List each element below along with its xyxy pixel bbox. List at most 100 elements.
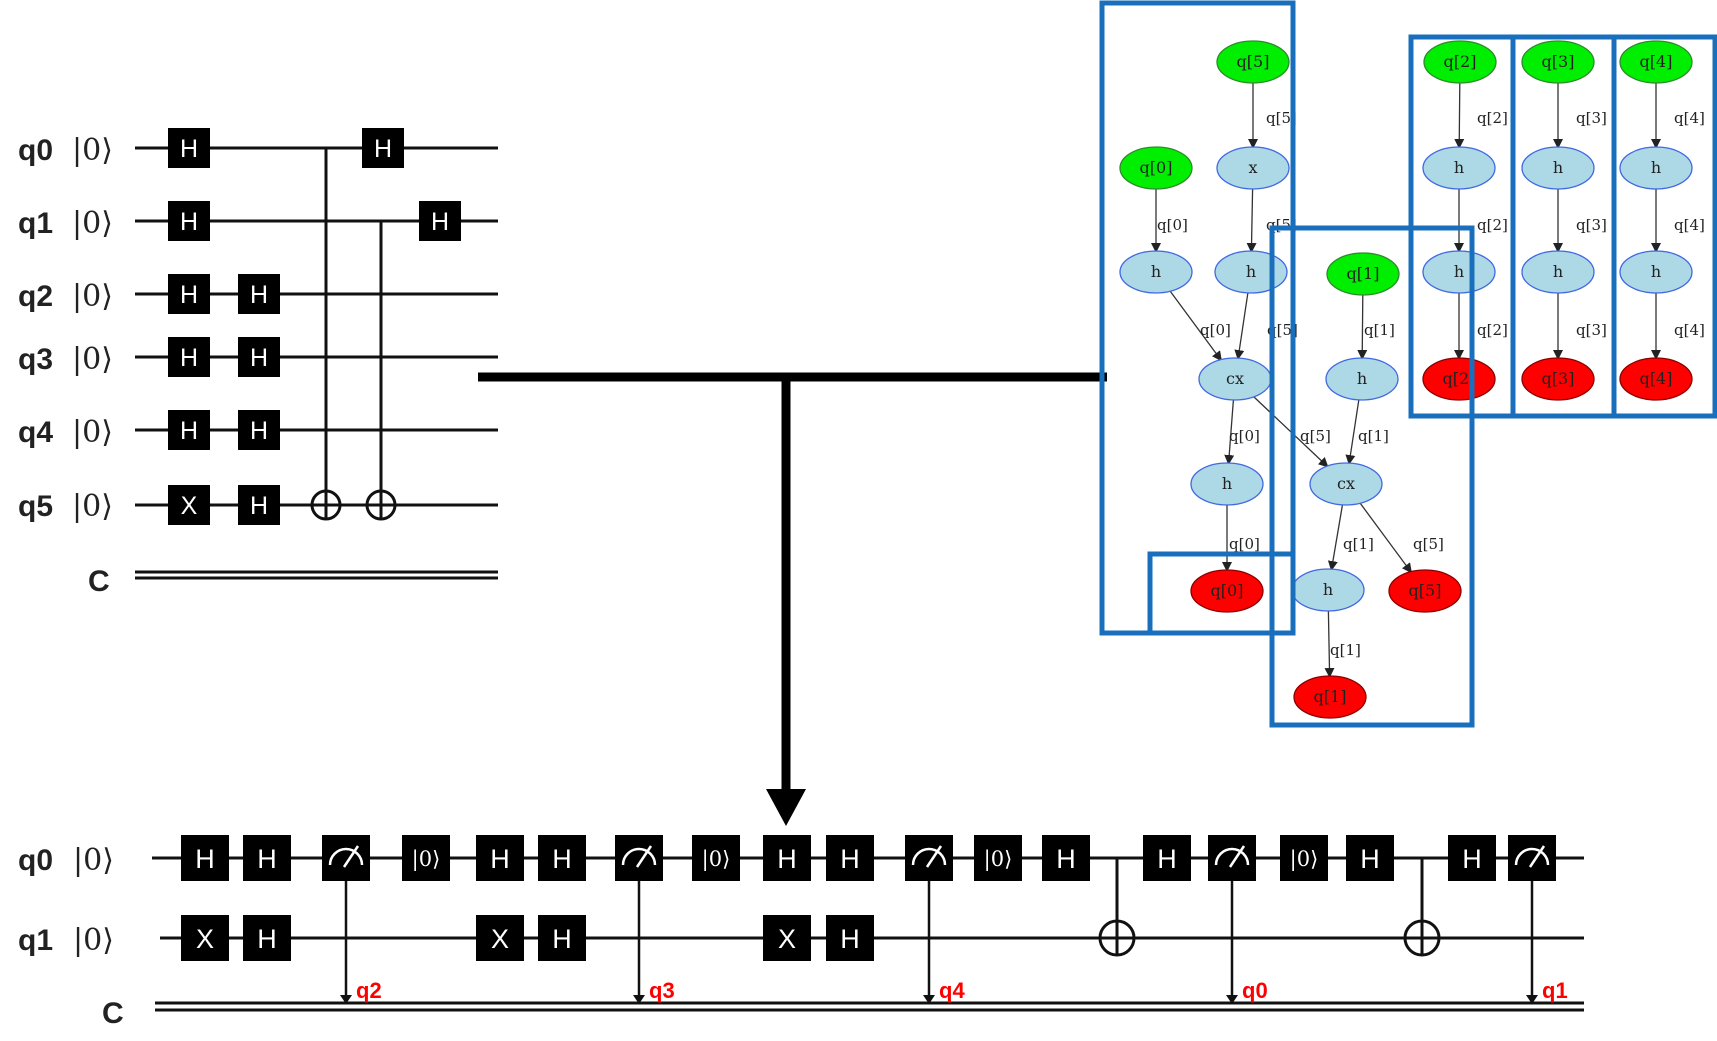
top-gate-h-q4-b: [238, 410, 280, 450]
bottom-gate-h-q1-2: [538, 915, 586, 961]
top-qubit-label-q4: q4: [18, 416, 53, 449]
bottom-gate-h-q0-7-label: H: [1056, 844, 1076, 874]
top-gate-h-q2-a-label: H: [180, 281, 198, 309]
bottom-gate-h-q0-4: [538, 835, 586, 881]
dag-node-shape: [1619, 146, 1693, 190]
dag-edge-label: q[5]: [1300, 427, 1331, 445]
dag-node-h3: h: [1521, 146, 1595, 190]
top-init-state-q5: |0⟩: [72, 489, 113, 524]
dag-node-shape: [1423, 40, 1497, 84]
dag-node-out4: q[4]: [1619, 357, 1693, 401]
bottom-reset-3-label: |0⟩: [984, 847, 1013, 872]
bottom-cnot-1: [1098, 858, 1136, 957]
dag-node-label: q[1]: [1347, 264, 1380, 283]
measure-target-label: q0: [1242, 978, 1268, 1003]
top-init-state-q0: |0⟩: [72, 133, 113, 168]
dag-edge: [1169, 290, 1222, 362]
bottom-gate-h-q1-1: [243, 915, 291, 961]
top-init-state-q4: |0⟩: [72, 415, 113, 450]
dag-node-label: h: [1651, 262, 1661, 281]
dag-edge-label: q[2]: [1477, 109, 1508, 127]
dag-edge-label: q[5]: [1413, 535, 1444, 553]
dag-edge-label: q[5]: [1266, 109, 1297, 127]
bottom-gate-h-q0-6: [826, 835, 874, 881]
bottom-qubit-label-q1: q1: [18, 924, 53, 957]
dag-edge: [1454, 82, 1465, 150]
meter-icon: [615, 835, 663, 881]
dag-node-shape: [1619, 357, 1693, 401]
dag-node-label: q[4]: [1640, 52, 1673, 71]
bottom-gate-h-q1-2-label: H: [552, 924, 572, 954]
top-circuit: q0 q1 q2 q3 q4 q5 C |0⟩ |0⟩ |0⟩ |0⟩ |0⟩ …: [18, 128, 498, 598]
dag-node-shape: [1521, 40, 1595, 84]
top-init-state-q3: |0⟩: [72, 342, 113, 377]
top-gate-x-q5-label: X: [181, 492, 198, 520]
bottom-gate-x-q1-2-label: X: [491, 924, 509, 954]
dag-node-h3b: h: [1521, 250, 1595, 294]
dag-edge-label: q[1]: [1358, 427, 1389, 445]
dag-node-in0: q[0]: [1119, 146, 1193, 190]
bottom-gate-h-q0-2: [243, 835, 291, 881]
meter-icon: [1508, 835, 1556, 881]
dag-edge-label: q[4]: [1674, 321, 1705, 339]
bottom-cnot-2: [1403, 858, 1441, 957]
dag-edge-label: q[2]: [1477, 321, 1508, 339]
dag-node-x5: x: [1216, 146, 1290, 190]
dag-node-label: cx: [1337, 474, 1355, 493]
bottom-gate-h-q0-5-label: H: [777, 844, 797, 874]
bottom-measure-0: q2: [322, 835, 382, 1004]
bottom-gate-h-q0-6-label: H: [840, 844, 860, 874]
bottom-gate-h-q0-3: [476, 835, 524, 881]
top-gate-h-q1-a: [168, 201, 210, 241]
dag-node-shape: [1388, 569, 1462, 613]
dag-node-shape: [1216, 40, 1290, 84]
dag-node-label: q[4]: [1640, 369, 1673, 388]
dag-node-label: h: [1454, 262, 1464, 281]
dag-node-shape: [1293, 675, 1367, 719]
bottom-gate-x-q1-2: [476, 915, 524, 961]
dag-node-h0b: h: [1190, 462, 1264, 506]
bottom-gate-x-q1-3: [763, 915, 811, 961]
dag-node-label: h: [1323, 580, 1333, 599]
dag-node-in2: q[2]: [1423, 40, 1497, 84]
dag-node-label: q[5]: [1237, 52, 1270, 71]
bottom-gate-h-q0-8-label: H: [1157, 844, 1177, 874]
dag-node-label: q[5]: [1409, 581, 1442, 600]
dag-node-h2b: h: [1422, 250, 1496, 294]
bottom-gate-h-q0-3-label: H: [490, 844, 510, 874]
dag-node-in5: q[5]: [1216, 40, 1290, 84]
dag-node-shape: [1190, 569, 1264, 613]
top-gate-h-q1-b-label: H: [431, 208, 449, 236]
dag-node-label: q[2]: [1444, 52, 1477, 71]
bottom-gate-h-q0-10: [1448, 835, 1496, 881]
dag-node-label: h: [1651, 158, 1661, 177]
bottom-gate-h-q0-2-label: H: [257, 844, 277, 874]
dag-edge-label: q[2]: [1477, 216, 1508, 234]
dag-node-label: h: [1222, 474, 1232, 493]
dag-edge-label: q[0]: [1229, 427, 1260, 445]
meter-icon: [322, 835, 370, 881]
transform-arrow: [478, 372, 1107, 826]
dag-node-label: h: [1151, 262, 1161, 281]
bottom-gate-h-q0-10-label: H: [1462, 844, 1482, 874]
dag-edge: [1345, 399, 1360, 466]
bottom-gate-x-q1-1-label: X: [196, 924, 214, 954]
bottom-gate-h-q0-1-label: H: [195, 844, 215, 874]
dag-node-shape: [1190, 462, 1264, 506]
dag-edge-label: q[4]: [1674, 109, 1705, 127]
dag-node-shape: [1422, 146, 1496, 190]
bottom-measure-1: q3: [615, 835, 675, 1004]
top-qubit-label-q2: q2: [18, 280, 53, 313]
top-qubit-label-q3: q3: [18, 343, 53, 376]
top-init-state-q2: |0⟩: [72, 279, 113, 314]
bottom-reset-1-label: |0⟩: [412, 847, 441, 872]
dag-node-label: q[3]: [1542, 52, 1575, 71]
dag-node-shape: [1521, 357, 1595, 401]
dag-edge: [1359, 502, 1412, 574]
dag-node-shape: [1619, 40, 1693, 84]
partition-box-q4: [1611, 34, 1717, 419]
top-gate-h-q5-label: H: [250, 492, 268, 520]
partition-box-1: [1099, 0, 1296, 636]
